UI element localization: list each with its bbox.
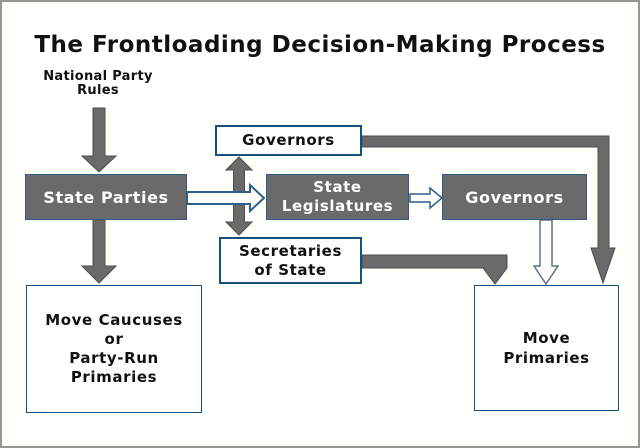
node-label: Primaries xyxy=(503,349,590,367)
arrow-down-icon xyxy=(80,219,118,284)
node-label: or xyxy=(104,330,124,348)
diagram-title: The Frontloading Decision-Making Process xyxy=(34,32,606,58)
node-move-primaries: Move Primaries xyxy=(474,285,619,411)
label-line: Rules xyxy=(77,83,119,98)
arrow-double-vertical-icon xyxy=(224,156,254,236)
node-label: of State xyxy=(254,260,327,279)
node-label: Move xyxy=(522,329,571,347)
node-label: State Parties xyxy=(43,187,169,207)
node-label: Primaries xyxy=(70,368,158,386)
node-governors-right: Governors xyxy=(442,174,587,220)
label-national-party-rules: National Party Rules xyxy=(22,70,174,98)
node-secretaries-of-state: Secretaries of State xyxy=(219,237,362,284)
node-label: Secretaries xyxy=(239,241,342,260)
node-label: State xyxy=(313,178,362,196)
node-label: Governors xyxy=(465,187,564,207)
node-label: Party-Run xyxy=(69,349,159,367)
arrow-right-hollow-icon xyxy=(186,182,266,214)
node-state-parties: State Parties xyxy=(25,174,187,220)
node-state-legislatures: State Legislatures xyxy=(266,174,409,220)
arrow-right-hollow-icon xyxy=(409,186,444,210)
node-label: Move Caucuses xyxy=(45,311,183,329)
node-label: Legislatures xyxy=(281,197,394,215)
arrow-elbow-icon xyxy=(361,254,508,285)
node-label: Governors xyxy=(242,131,335,149)
label-line: National Party xyxy=(43,69,153,84)
node-governors-top: Governors xyxy=(215,125,362,156)
node-move-caucuses: Move Caucuses or Party-Run Primaries xyxy=(26,285,202,413)
arrow-down-icon xyxy=(80,107,118,173)
arrow-down-hollow-icon xyxy=(532,219,560,286)
